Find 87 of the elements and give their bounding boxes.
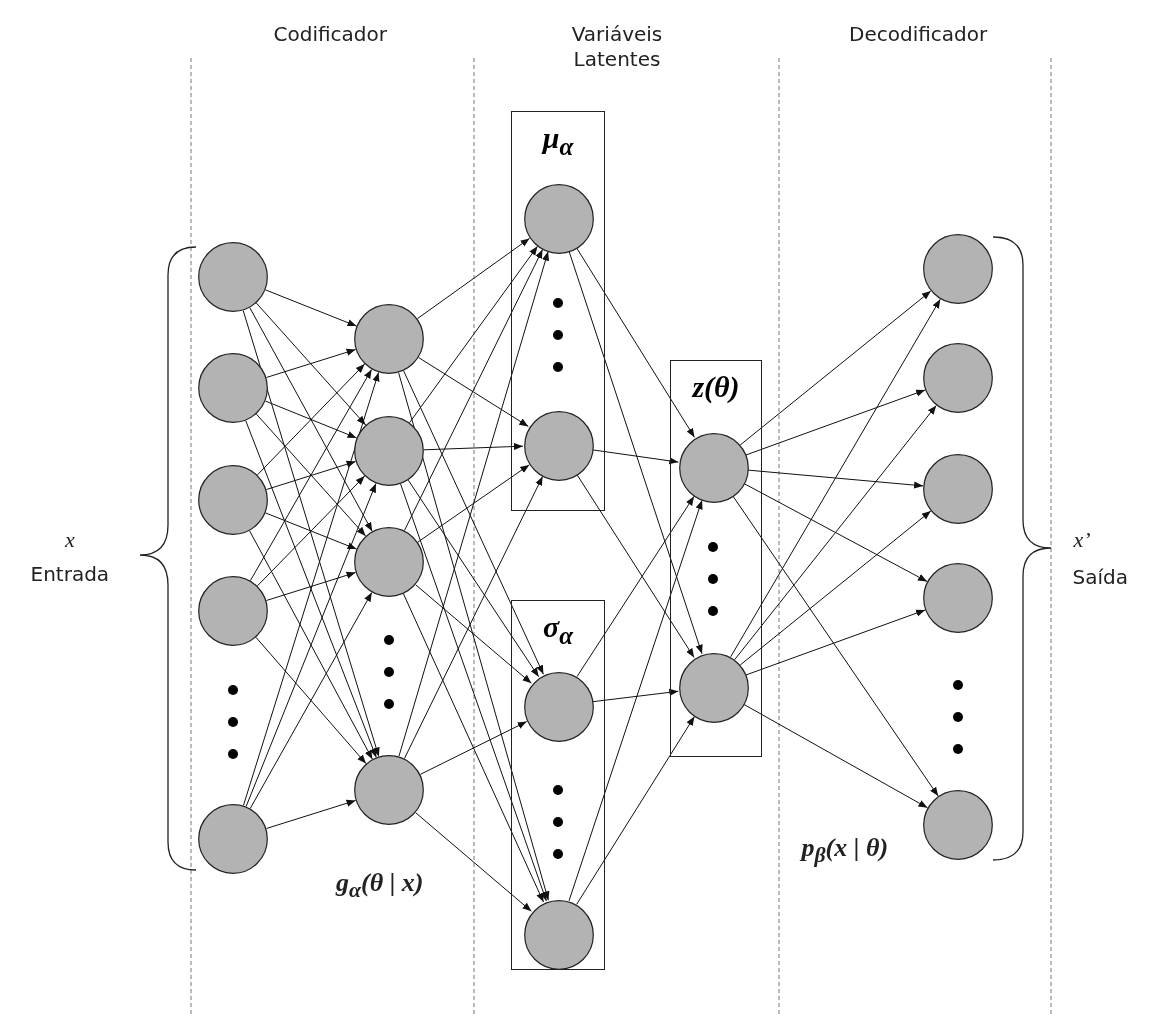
arrow bbox=[249, 368, 373, 582]
variable-label: x’ bbox=[1073, 527, 1091, 553]
arrow bbox=[730, 298, 941, 658]
neuron-circle bbox=[198, 576, 268, 646]
arrow bbox=[242, 310, 380, 757]
arrow bbox=[265, 460, 357, 490]
arrow bbox=[265, 348, 357, 378]
arrow bbox=[265, 400, 357, 439]
arrow bbox=[417, 237, 530, 320]
arrow bbox=[745, 389, 926, 456]
neuron-circle bbox=[923, 343, 993, 413]
neuron-circle bbox=[524, 900, 594, 970]
arrow bbox=[576, 247, 695, 438]
arrow bbox=[245, 483, 377, 807]
neuron-circle bbox=[923, 454, 993, 524]
arrow bbox=[245, 420, 377, 758]
arrow bbox=[242, 371, 380, 807]
layer-box bbox=[511, 111, 605, 511]
neuron-circle bbox=[354, 755, 424, 825]
arrow bbox=[249, 530, 373, 760]
arrow bbox=[568, 499, 703, 902]
neuron-circle bbox=[679, 653, 749, 723]
arrow bbox=[418, 357, 529, 427]
arrow bbox=[265, 512, 357, 550]
arrow bbox=[576, 716, 695, 905]
side-label: Entrada bbox=[30, 562, 110, 586]
arrow bbox=[409, 245, 538, 424]
arrow bbox=[745, 609, 926, 676]
arrow bbox=[398, 372, 550, 901]
arrow bbox=[739, 510, 932, 666]
arrow bbox=[739, 290, 932, 446]
arrow bbox=[255, 413, 367, 537]
neuron-circle bbox=[198, 465, 268, 535]
arrow bbox=[249, 592, 373, 809]
arrow bbox=[400, 483, 547, 902]
neuron-circle bbox=[679, 433, 749, 503]
neuron-circle bbox=[524, 672, 594, 742]
arrow bbox=[403, 475, 544, 760]
arrow bbox=[265, 289, 357, 327]
arrow bbox=[743, 703, 928, 809]
arrow bbox=[423, 442, 524, 451]
arrow bbox=[592, 449, 679, 465]
arrow bbox=[576, 495, 695, 678]
arrow bbox=[255, 302, 367, 426]
arrow bbox=[407, 479, 540, 678]
layer-title: σ$_{α}$ bbox=[542, 609, 575, 651]
arrow bbox=[592, 688, 679, 703]
arrow bbox=[732, 495, 939, 797]
arrow bbox=[415, 584, 532, 684]
side-label: Saída bbox=[1072, 565, 1128, 589]
neuron-circle bbox=[923, 234, 993, 304]
neuron-circle bbox=[354, 527, 424, 597]
column-heading: Codificador bbox=[273, 22, 387, 47]
layer-box bbox=[511, 600, 605, 970]
function-label: p$_{β}$(x | θ) bbox=[801, 833, 889, 869]
neuron-circle bbox=[198, 353, 268, 423]
layer-box bbox=[670, 360, 762, 757]
neuron-circle bbox=[354, 304, 424, 374]
neuron-circle bbox=[524, 411, 594, 481]
arrow bbox=[403, 370, 544, 675]
neuron-circle bbox=[923, 563, 993, 633]
arrow bbox=[256, 475, 366, 587]
arrow bbox=[398, 251, 549, 757]
arrow bbox=[417, 464, 530, 543]
arrow bbox=[265, 571, 357, 601]
neuron-circle bbox=[354, 416, 424, 486]
function-label: g$_{α}$(θ | x) bbox=[336, 868, 424, 904]
column-heading: Variáveis Latentes bbox=[570, 22, 664, 72]
arrow bbox=[568, 250, 703, 655]
neuron-circle bbox=[198, 242, 268, 312]
arrow bbox=[415, 812, 532, 912]
layer-title: z(θ) bbox=[690, 369, 741, 405]
arrow bbox=[403, 248, 544, 532]
arrow bbox=[403, 593, 544, 903]
layer-title: μ$_{α}$ bbox=[540, 120, 575, 162]
arrow bbox=[576, 474, 695, 658]
neuron-circle bbox=[524, 184, 594, 254]
arrow bbox=[255, 636, 367, 765]
arrow bbox=[265, 799, 357, 829]
arrow bbox=[419, 721, 528, 775]
column-heading: Decodificador bbox=[849, 22, 988, 47]
neuron-circle bbox=[198, 804, 268, 874]
variable-label: x bbox=[65, 527, 75, 553]
arrow bbox=[256, 363, 366, 476]
neuron-circle bbox=[923, 790, 993, 860]
arrow bbox=[734, 404, 937, 661]
arrow bbox=[249, 307, 373, 532]
